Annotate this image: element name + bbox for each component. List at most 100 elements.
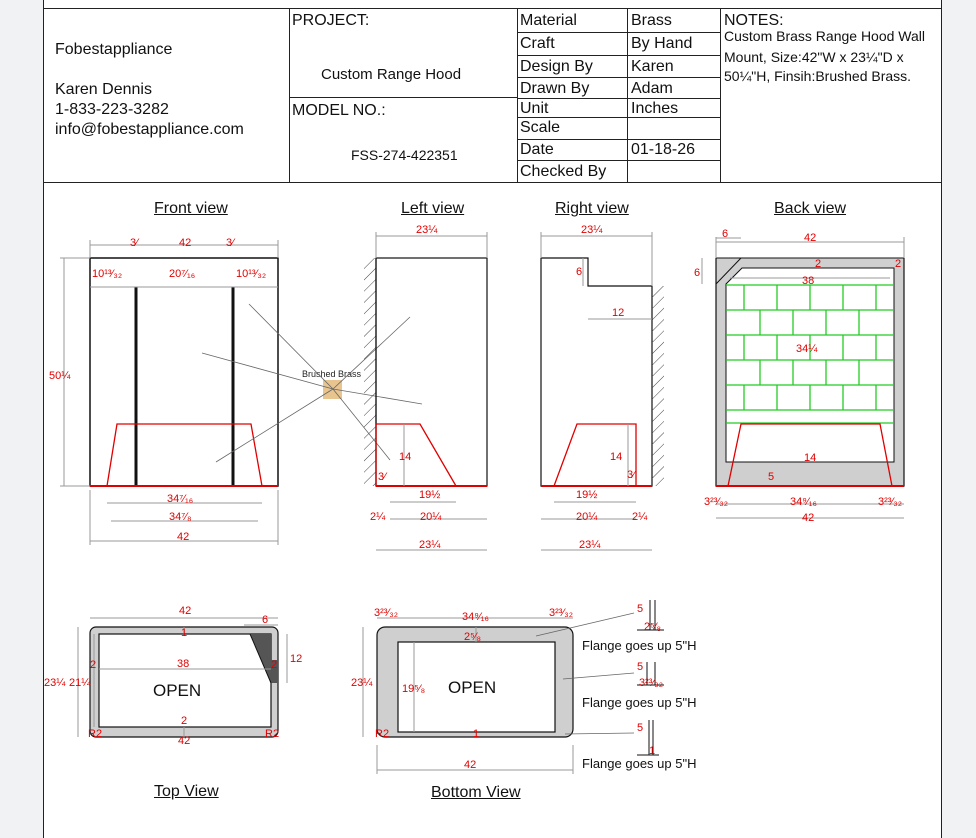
back-dim-5: 5 xyxy=(768,471,774,483)
flange-3-dim-1: 1 xyxy=(649,745,655,757)
right-view-title: Right view xyxy=(555,200,629,217)
top-dim-r2-left: R2 xyxy=(88,728,102,740)
flange-1-note: Flange goes up 5"H xyxy=(582,638,696,653)
flange-3-dim-5: 5 xyxy=(637,722,643,734)
front-view-title: Front view xyxy=(154,200,228,217)
spec-label-date: Date xyxy=(520,141,554,158)
technical-drawings: 42 3⁄ 3⁄ 10¹³⁄₃₂ 20⁷⁄₁₆ 10¹³⁄₃₂ 50¼ 34⁷⁄… xyxy=(44,224,905,774)
right-dim-20-1-4: 20¼ xyxy=(576,511,598,523)
notes-line-1: Custom Brass Range Hood Wall xyxy=(724,28,926,44)
front-dim-3-8-left: 3⁄ xyxy=(130,237,140,249)
spec-label-material: Material xyxy=(520,12,577,29)
top-dim-r2-right: R2 xyxy=(265,728,279,740)
back-dim-14: 14 xyxy=(804,452,816,464)
back-dim-6-left: 6 xyxy=(694,267,700,279)
back-view-title: Back view xyxy=(774,200,847,217)
back-dim-38: 38 xyxy=(802,275,814,287)
front-dim-34-7-8: 34⁷⁄₈ xyxy=(169,511,192,523)
bottom-dim-42: 42 xyxy=(464,759,476,771)
top-open-label: OPEN xyxy=(153,681,201,700)
spec-label-unit: Unit xyxy=(520,100,549,117)
front-dim-10-13-32-left: 10¹³⁄₃₂ xyxy=(92,268,122,280)
top-dim-2-left: 2 xyxy=(90,659,96,671)
back-dim-2-top: 2 xyxy=(815,258,821,270)
top-dim-2-right: 2 xyxy=(271,659,277,671)
top-dim-6: 6 xyxy=(262,614,268,626)
right-dim-6: 6 xyxy=(576,266,582,278)
bottom-dim-1: 1 xyxy=(473,728,479,740)
top-dim-42-bottom: 42 xyxy=(178,735,190,747)
bottom-dim-23-1-4: 23¼ xyxy=(351,677,373,689)
spec-label-design-by: Design By xyxy=(520,58,593,75)
bottom-dim-3-23-32-right: 3²³⁄₃₂ xyxy=(549,607,573,619)
top-view-drawing: 42 6 1 38 12 2 2 23¼ 21¼ OPEN 2 R2 R2 42 xyxy=(44,605,302,747)
back-dim-3-23-32-right: 3²³⁄₃₂ xyxy=(878,496,902,508)
back-dim-34-9-16: 34⁹⁄₁₆ xyxy=(790,496,817,508)
right-dim-14: 14 xyxy=(610,451,622,463)
back-dim-2-right: 2 xyxy=(895,258,901,270)
flange-2-note: Flange goes up 5"H xyxy=(582,695,696,710)
material-callout: Brushed Brass xyxy=(201,303,423,463)
flange-2-dim-5: 5 xyxy=(637,661,643,673)
bottom-dim-3-23-32-left: 3²³⁄₃₂ xyxy=(374,607,398,619)
left-view-drawing: 23¼ 14 3⁄ 19½ 2¼ 20¼ 23¼ xyxy=(364,224,488,551)
top-dim-38: 38 xyxy=(177,658,189,670)
front-dim-34-7-16: 34⁷⁄₁₆ xyxy=(167,493,193,505)
bottom-view-title: Bottom View xyxy=(431,784,521,801)
left-dim-14: 14 xyxy=(399,451,411,463)
drawing-sheet: Fobestappliance Karen Dennis 1-833-223-3… xyxy=(43,0,942,838)
company-name: Fobestappliance xyxy=(55,41,173,58)
front-dim-42: 42 xyxy=(179,237,191,249)
spec-value-drawn-by: Adam xyxy=(631,80,673,97)
right-dim-23-1-4-bottom: 23¼ xyxy=(579,539,601,551)
spec-value-design-by: Karen xyxy=(631,58,674,75)
left-dim-23-1-4-bottom: 23¼ xyxy=(419,539,441,551)
bottom-dim-34-9-16: 34⁹⁄₁₆ xyxy=(462,611,489,623)
left-dim-3-8: 3⁄ xyxy=(378,471,388,483)
spec-value-unit: Inches xyxy=(631,100,679,117)
top-dim-23-1-4: 23¼ xyxy=(44,677,66,689)
front-dim-20-7-16: 20⁷⁄₁₆ xyxy=(169,268,195,280)
top-view-title: Top View xyxy=(154,783,219,800)
contact-phone: 1-833-223-3282 xyxy=(55,101,169,118)
left-dim-23-1-4-top: 23¼ xyxy=(416,224,438,236)
right-dim-23-1-4-top: 23¼ xyxy=(581,224,603,236)
flange-3-note: Flange goes up 5"H xyxy=(582,756,696,771)
right-dim-12: 12 xyxy=(612,307,624,319)
front-view-drawing: 42 3⁄ 3⁄ 10¹³⁄₃₂ 20⁷⁄₁₆ 10¹³⁄₃₂ 50¼ 34⁷⁄… xyxy=(49,237,279,545)
top-dim-2-bottom: 2 xyxy=(181,715,187,727)
back-dim-42-top: 42 xyxy=(804,232,816,244)
contact-email: info@fobestappliance.com xyxy=(55,121,244,138)
spec-value-craft: By Hand xyxy=(631,35,693,52)
front-dim-50-1-4: 50¼ xyxy=(49,370,71,382)
contact-name: Karen Dennis xyxy=(55,81,152,98)
bottom-dim-r2: R2 xyxy=(375,728,389,740)
spec-label-drawn-by: Drawn By xyxy=(520,80,590,97)
left-dim-2-1-4: 2¼ xyxy=(370,511,386,523)
notes-line-2: Mount, Size:42"W x 23¼"D x xyxy=(724,49,904,65)
back-view-drawing: 6 42 6 2 2 38 34¼ 14 5 3²³⁄₃₂ 34⁹⁄₁₆ 3²³… xyxy=(694,228,905,524)
left-dim-20-1-4: 20¼ xyxy=(420,511,442,523)
right-view-drawing: 23¼ 6 12 14 3⁄ 19½ 20¼ 2¼ 23¼ xyxy=(540,224,664,551)
bottom-view-drawing: 3²³⁄₃₂ 34⁹⁄₁₆ 3²³⁄₃₂ 2⁵⁄₈ 23¼ 19⁵⁄₈ OPEN… xyxy=(351,607,574,774)
bottom-open-label: OPEN xyxy=(448,678,496,697)
spec-value-material: Brass xyxy=(631,12,672,29)
material-callout-label: Brushed Brass xyxy=(302,369,362,379)
front-dim-42-bottom: 42 xyxy=(177,531,189,543)
right-dim-19-1-2: 19½ xyxy=(576,489,597,501)
top-dim-1: 1 xyxy=(181,627,187,639)
model-label: MODEL NO.: xyxy=(292,102,386,119)
spec-value-date: 01-18-26 xyxy=(631,141,696,158)
project-label: PROJECT: xyxy=(292,12,370,29)
front-dim-3-8-right: 3⁄ xyxy=(226,237,236,249)
right-dim-3-8: 3⁄ xyxy=(627,469,637,481)
notes-line-3: 50¼"H, Finsih:Brushed Brass. xyxy=(724,68,912,84)
flange-details: 5 2⁵⁄₈ Flange goes up 5"H 5 3²³⁄₃₂ Flang… xyxy=(535,600,696,771)
spec-label-scale: Scale xyxy=(520,119,561,136)
model-value: FSS-274-422351 xyxy=(351,147,458,163)
spec-label-craft: Craft xyxy=(520,35,555,52)
top-dim-42-top: 42 xyxy=(179,605,191,617)
notes-label: NOTES: xyxy=(724,12,784,29)
top-dim-21-1-4: 21¼ xyxy=(69,677,91,689)
top-dim-12: 12 xyxy=(290,653,302,665)
